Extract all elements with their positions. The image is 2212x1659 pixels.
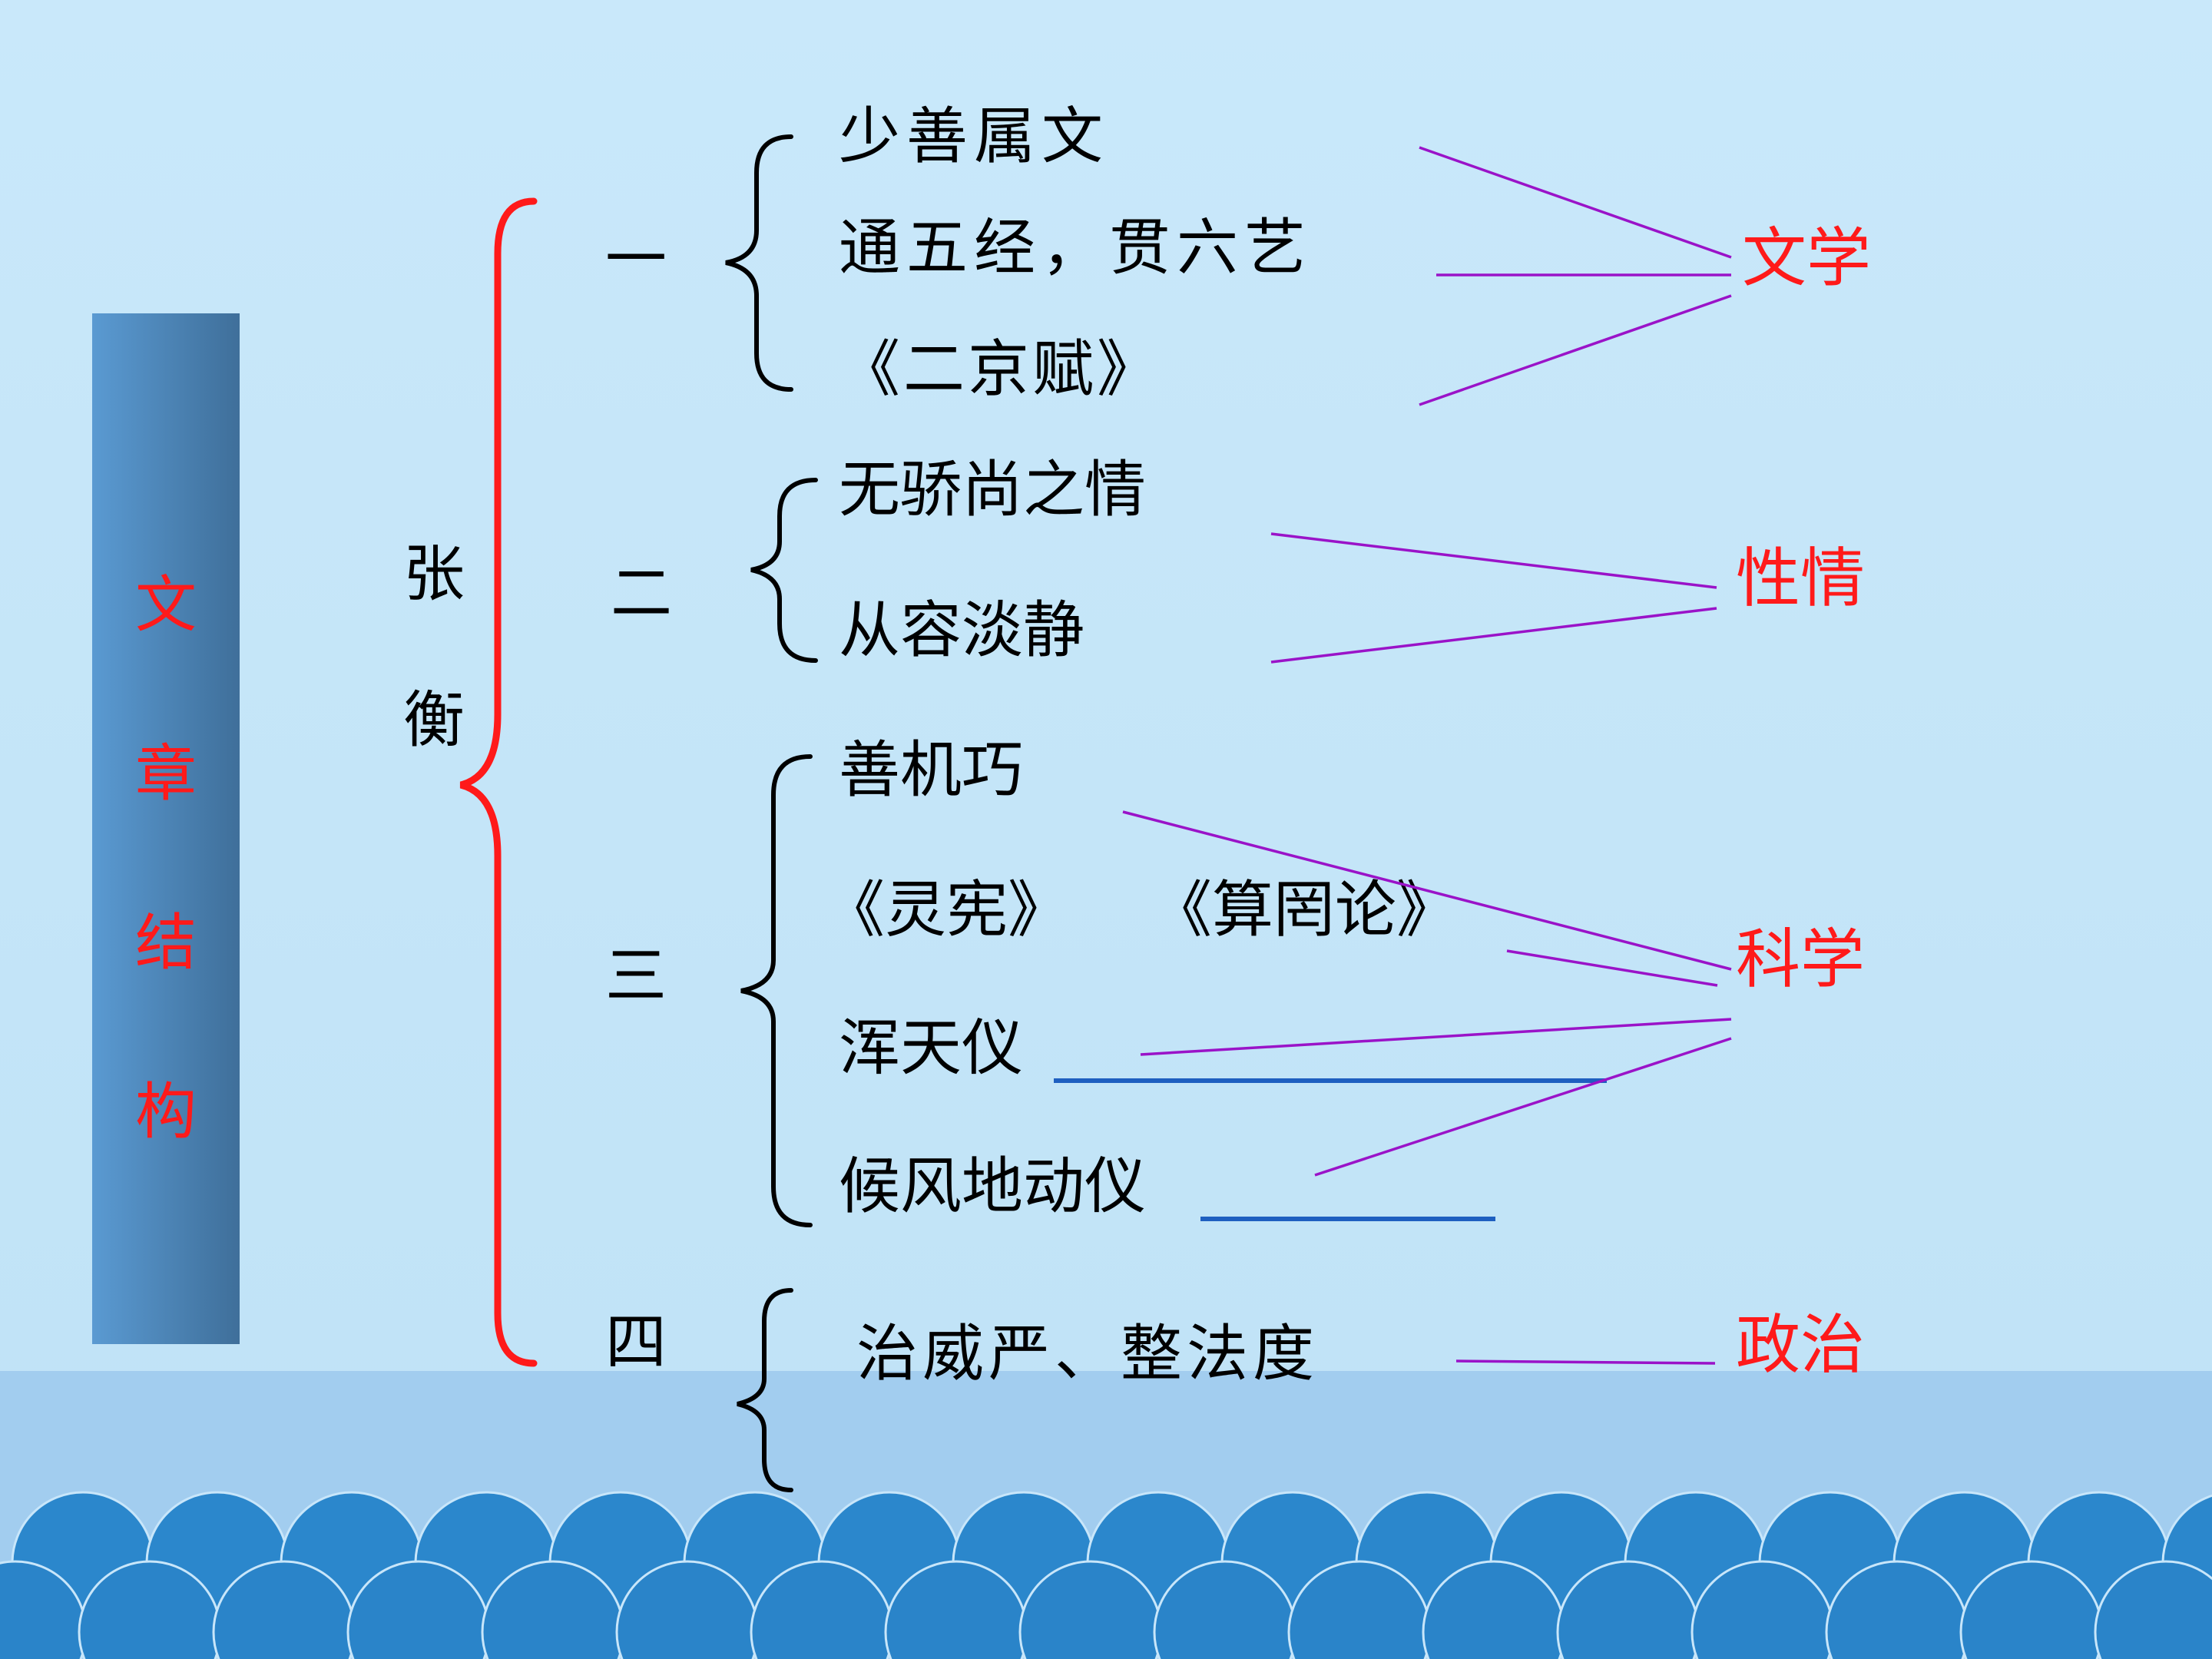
sidebar-title-char: 构 [135,1076,197,1147]
item-3-3: 《算罔论》 [1151,874,1458,945]
item-3-5: 候风地动仪 [839,1151,1146,1222]
root-brace [459,197,538,1367]
root-char-2: 衡 [403,684,465,756]
section-number-3: 三 [605,940,667,1012]
item-4-1: 治威严、整法度 [856,1318,1319,1389]
section-1-brace [725,134,793,392]
section-3-brace [740,754,813,1227]
item-1-1: 少善属文 [839,101,1109,172]
sidebar-title-char: 文 [135,569,197,641]
item-1-2: 通五经，贯六艺 [839,212,1312,283]
section-4-brace [737,1288,793,1492]
category-label-2: 性情 [1736,541,1865,616]
connector-lines [1122,146,1732,1365]
root-char-1: 张 [403,538,465,610]
sidebar-bar [92,313,240,1344]
sidebar-title-char: 章 [135,738,197,810]
section-2-brace [750,478,818,663]
section-number-4: 四 [605,1306,667,1378]
section-number-1: 一 [605,224,667,295]
section-number-2: 二 [611,558,672,629]
item-3-4: 浑天仪 [839,1012,1023,1084]
wave-circle [2094,1560,2212,1659]
item-2-1: 无骄尚之情 [839,454,1146,525]
item-3-1: 善机巧 [839,734,1023,806]
item-2-2: 从容淡静 [839,594,1084,666]
category-label-4: 政治 [1736,1307,1865,1382]
sidebar-title-char: 结 [135,907,197,979]
category-label-1: 文学 [1742,220,1871,296]
category-label-3: 科学 [1736,922,1865,997]
item-3-2: 《灵宪》 [823,874,1069,945]
item-1-3: 《二京赋》 [839,333,1161,405]
wave-decoration [0,1491,2212,1659]
